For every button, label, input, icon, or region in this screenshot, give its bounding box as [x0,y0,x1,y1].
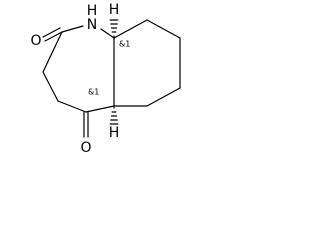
bond-c2-n1 [61,25,84,33]
amide-oxygen-label: O [30,33,41,49]
bottom-hydrogen-label: H [109,125,120,141]
hash-wedge-bottom [109,105,119,125]
bond-n1-c9a [100,28,115,39]
bond-c2-o-b [42,27,61,38]
chemical-structure: N H O O H H &1 &1 [30,2,181,156]
stereo-label-bottom: &1 [88,88,99,97]
nh-hydrogen-label: H [87,3,98,19]
ketone-oxygen-label: O [80,140,91,156]
bond-c9-c8 [146,19,181,39]
bond-c7-c6 [146,87,181,107]
bond-c4-c3 [42,71,59,102]
bond-c5-c4 [57,100,87,113]
structure-canvas: N H O O H H &1 &1 [0,0,186,168]
stereo-label-top: &1 [119,40,130,49]
bond-c3-c2 [42,31,63,73]
bond-c5a-c5 [85,105,115,113]
hash-wedge-top [109,19,119,39]
bond-c2-o-a [44,31,63,42]
nitrogen-label: N [87,17,97,33]
top-hydrogen-label: H [109,2,120,18]
bond-c9a-c9 [113,19,148,39]
